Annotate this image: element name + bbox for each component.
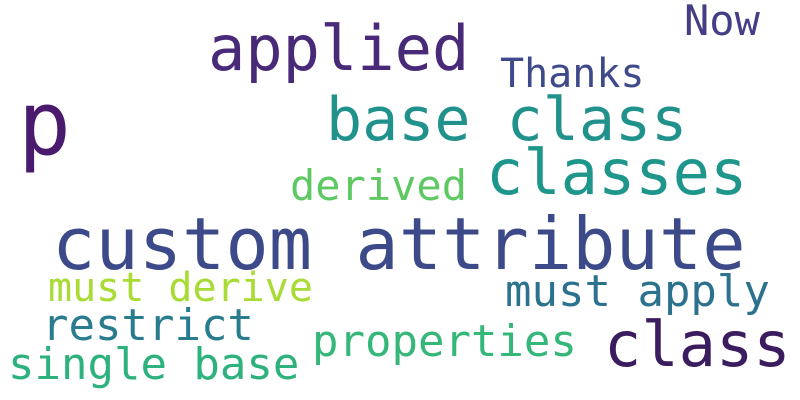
word-classes: classes — [486, 136, 748, 209]
word-must-apply: must apply — [505, 266, 770, 317]
word-thanks: Thanks — [500, 51, 645, 97]
word-restrict: restrict — [42, 300, 254, 351]
word-derived: derived — [290, 161, 468, 210]
word-must-derive: must derive — [48, 265, 313, 311]
word-applied: applied — [208, 12, 470, 85]
word-class: class — [604, 308, 791, 381]
word-properties: properties — [312, 316, 577, 367]
word-p: p — [18, 72, 71, 175]
word-custom-attribute: custom attribute — [52, 202, 746, 286]
word-base-class: base class — [326, 85, 688, 155]
word-now: Now — [684, 0, 760, 45]
word-single-base: single base — [8, 339, 300, 390]
